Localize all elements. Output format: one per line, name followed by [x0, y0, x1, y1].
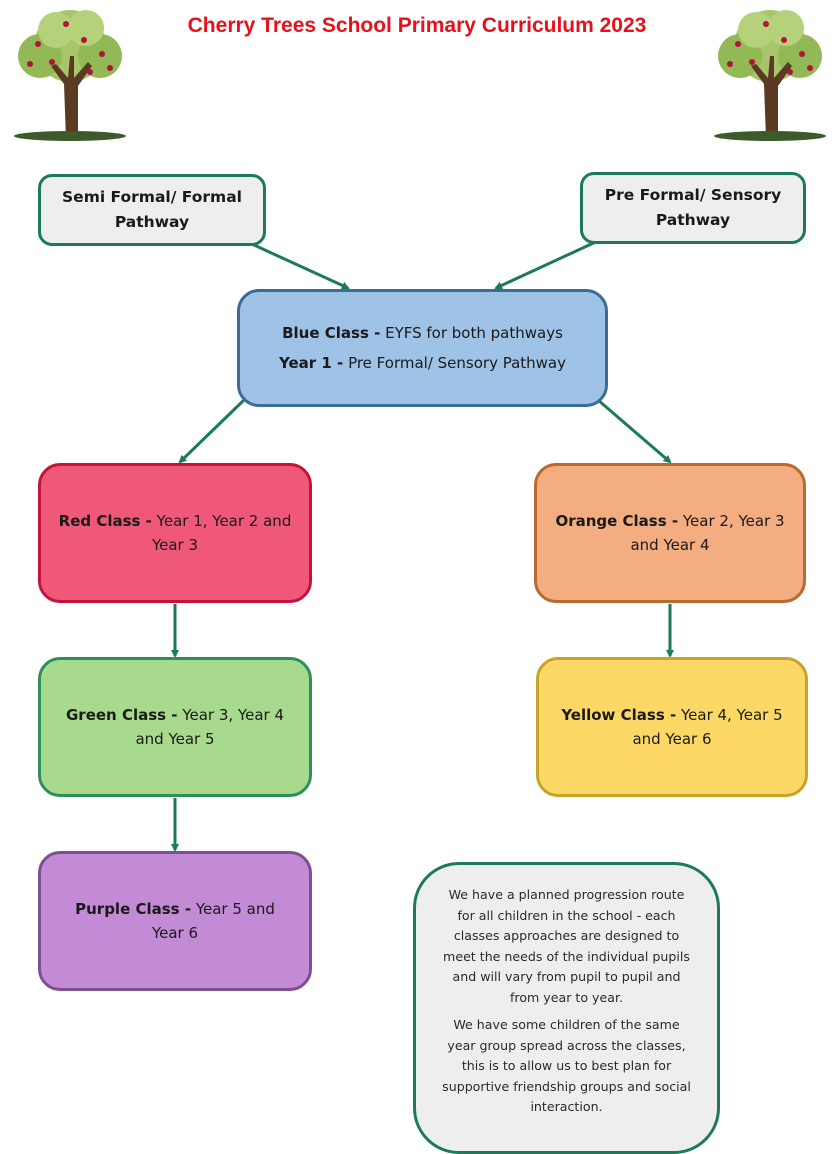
semi-formal-pathway-box: Semi Formal/ Formal Pathway [38, 174, 266, 246]
cherry-tree-logo-icon [714, 10, 826, 141]
pre-formal-pathway-box: Pre Formal/ Sensory Pathway [580, 172, 806, 244]
red-class-text: Red Class - Year 1, Year 2 and Year 3 [57, 509, 293, 557]
arrow-pre-formal-to-blue [494, 238, 601, 290]
purple-class-years: Year 5 and Year 6 [151, 900, 275, 942]
semi-formal-pathway-label: Semi Formal/ Formal Pathway [62, 188, 242, 231]
progression-note-box: We have a planned progression route for … [413, 862, 720, 1154]
arrow-blue-to-red [178, 398, 246, 464]
yellow-class-name: Yellow Class - [561, 706, 677, 724]
yellow-class-years: Year 4, Year 5 and Year 6 [632, 706, 783, 748]
red-class-box: Red Class - Year 1, Year 2 and Year 3 [38, 463, 312, 603]
year1-name: Year 1 - [279, 354, 344, 372]
arrow-semi-formal-to-blue [242, 238, 350, 290]
year1-pathway: Pre Formal/ Sensory Pathway [343, 354, 566, 372]
cherry-tree-logo-icon [14, 10, 126, 141]
red-class-name: Red Class - [58, 512, 152, 530]
note-paragraph-1: We have a planned progression route for … [443, 887, 690, 1005]
purple-class-name: Purple Class - [75, 900, 192, 918]
arrow-blue-to-orange [597, 398, 672, 464]
yellow-class-box: Yellow Class - Year 4, Year 5 and Year 6 [536, 657, 808, 797]
green-class-text: Green Class - Year 3, Year 4 and Year 5 [57, 703, 293, 751]
purple-class-box: Purple Class - Year 5 and Year 6 [38, 851, 312, 991]
blue-class-box: Blue Class - EYFS for both pathways Year… [237, 289, 608, 407]
orange-class-text: Orange Class - Year 2, Year 3 and Year 4 [553, 509, 787, 557]
red-class-years: Year 1, Year 2 and Year 3 [151, 512, 292, 554]
yellow-class-text: Yellow Class - Year 4, Year 5 and Year 6 [555, 703, 789, 751]
year1-line: Year 1 - Pre Formal/ Sensory Pathway [279, 348, 566, 378]
green-class-box: Green Class - Year 3, Year 4 and Year 5 [38, 657, 312, 797]
orange-class-name: Orange Class - [555, 512, 679, 530]
blue-class-years: EYFS for both pathways [380, 324, 563, 342]
green-class-name: Green Class - [66, 706, 178, 724]
note-paragraph-2: We have some children of the same year g… [442, 1017, 691, 1114]
green-class-years: Year 3, Year 4 and Year 5 [135, 706, 284, 748]
purple-class-text: Purple Class - Year 5 and Year 6 [57, 897, 293, 945]
blue-class-line: Blue Class - EYFS for both pathways [282, 318, 563, 348]
page-title: Cherry Trees School Primary Curriculum 2… [187, 14, 647, 37]
blue-class-name: Blue Class - [282, 324, 381, 342]
orange-class-years: Year 2, Year 3 and Year 4 [630, 512, 785, 554]
orange-class-box: Orange Class - Year 2, Year 3 and Year 4 [534, 463, 806, 603]
pre-formal-pathway-label: Pre Formal/ Sensory Pathway [604, 186, 782, 229]
